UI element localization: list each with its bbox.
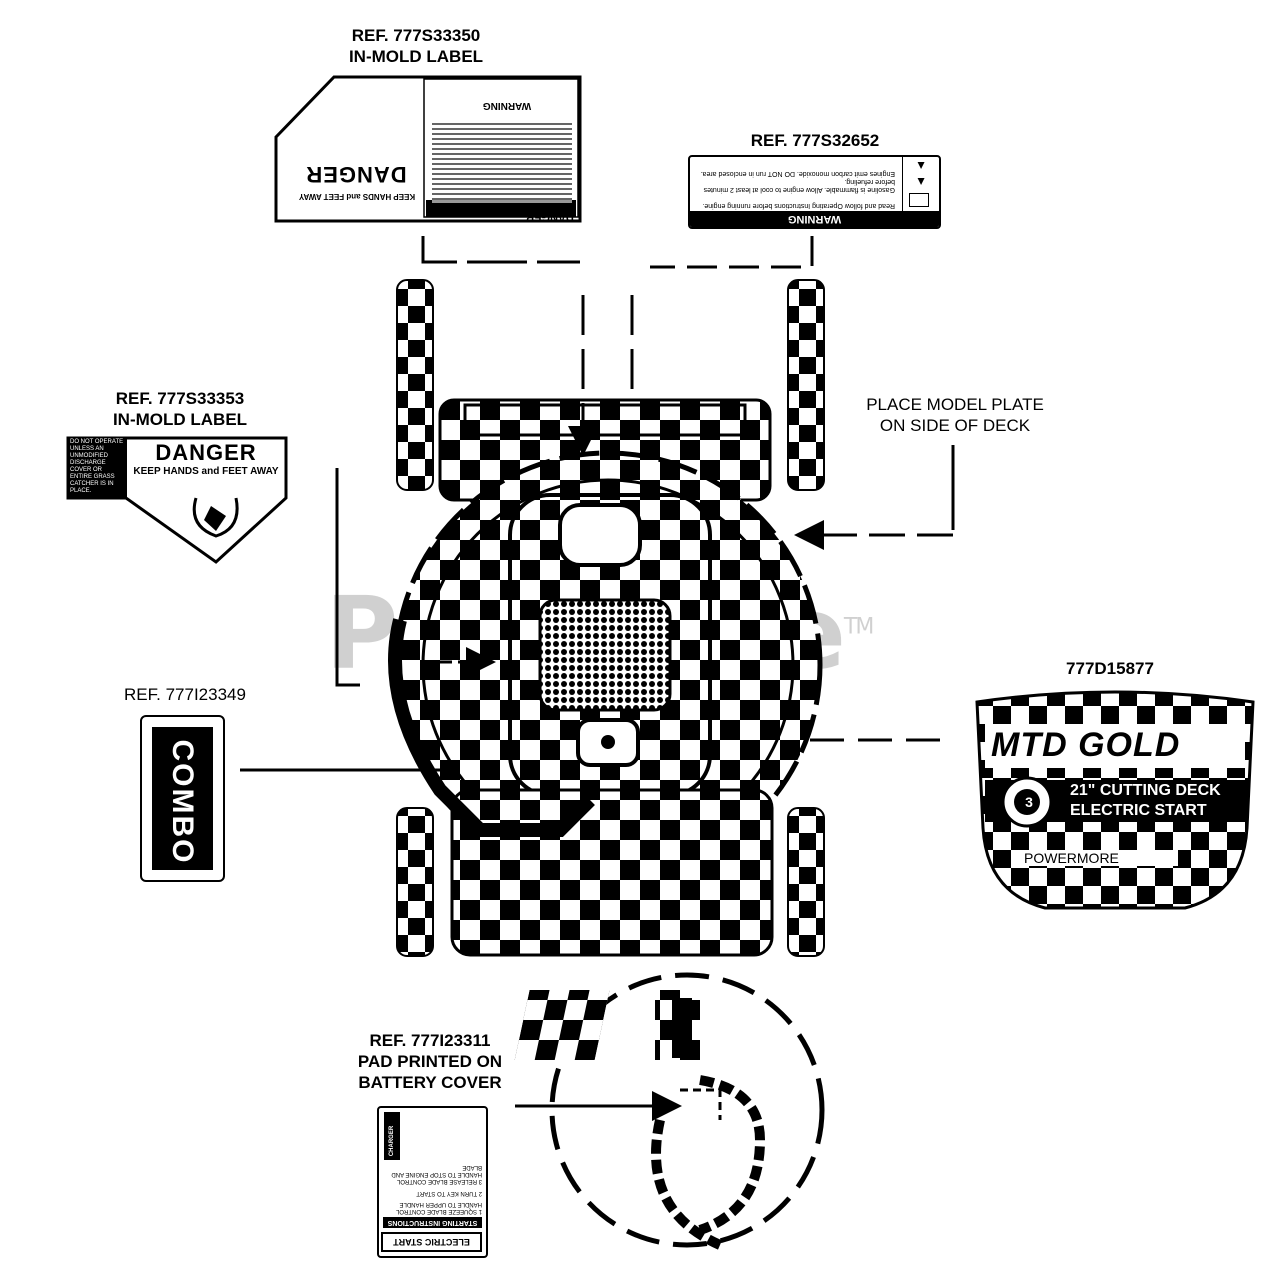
warning-line2: Gasoline is flammable. Allow engine to c… [703, 178, 895, 193]
caption-part-777d15877: 777D15877 [1066, 659, 1154, 678]
warning-tab: WARNING [482, 100, 532, 111]
label-777s33350: DANGER KEEP HANDS and FEET AWAY DANGER W… [274, 75, 582, 223]
electric-start-step3: 3 RELEASE BLADE CONTROL HANDLE TO STOP E… [391, 1164, 482, 1184]
electric-start-heading: STARTING INSTRUCTIONS [383, 1217, 482, 1228]
front-body [450, 788, 774, 957]
charger-label: CHARGER [389, 1125, 395, 1157]
caption-model-plate: PLACE MODEL PLATE ON SIDE OF DECK [866, 395, 1044, 435]
danger-subheading: KEEP HANDS and FEET AWAY [298, 192, 416, 201]
danger-left-side-text: DO NOT OPERATE UNLESS AN UNMODIFIED DISC… [70, 439, 124, 494]
mtd-line1: 21" CUTTING DECK [1070, 782, 1221, 799]
front-wheel-right [787, 807, 825, 957]
mtd-gold-brand: MTD GOLD [991, 726, 1181, 764]
label-777i23349: COMBO [140, 715, 225, 882]
manual-icon [909, 193, 929, 207]
danger-tab: DANGER [526, 211, 574, 223]
danger-left-subheading: KEEP HANDS and FEET AWAY [133, 466, 279, 477]
label-777s32652: WARNING Read and follow Operating Instru… [688, 155, 941, 229]
label-777i23311: ELECTRIC START STARTING INSTRUCTIONS 1 S… [377, 1106, 488, 1258]
electric-start-title: ELECTRIC START [381, 1232, 482, 1252]
warning-line3: Engines emit carbon monoxide. DO NOT run… [700, 170, 895, 177]
warning-heading: WARNING [690, 211, 939, 227]
caption-ref-777i23311: REF. 777I23311 PAD PRINTED ON BATTERY CO… [357, 1031, 503, 1092]
rear-wheel-left [396, 279, 434, 491]
battery-cover-detail [514, 972, 825, 1250]
rear-wheel-right [787, 279, 825, 491]
leader-lines [240, 236, 955, 1121]
electric-start-step2: 2 TURN KEY TO START [416, 1190, 482, 1196]
mtd-powermore: POWERMORE [1020, 850, 1178, 866]
caption-ref-777i23349: REF. 777I23349 [124, 685, 246, 704]
label-777d15877: MTD GOLD 3 21" CUTTING DECK ELECTRIC STA… [975, 688, 1255, 913]
caption-ref-777s33353: REF. 777S33353 IN-MOLD LABEL [112, 389, 248, 429]
fire-icon: ▲ [915, 175, 927, 189]
electric-start-step1: 1 SQUEEZE BLADE CONTROL HANDLE TO UPPER … [396, 1201, 482, 1214]
engine [508, 493, 712, 797]
discharge-chute [388, 618, 595, 837]
danger-left-heading: DANGER [155, 440, 257, 465]
combo-text: COMBO [166, 739, 199, 865]
caption-ref-777s32652: REF. 777S32652 [750, 131, 880, 150]
caption-ref-777s33350: REF. 777S33350 IN-MOLD LABEL [348, 26, 484, 66]
mtd-badge: 3 [1025, 794, 1033, 810]
label-777s33353: DO NOT OPERATE UNLESS AN UNMODIFIED DISC… [66, 436, 288, 564]
danger-heading: DANGER [305, 162, 407, 187]
mtd-line2: ELECTRIC START [1070, 802, 1207, 819]
warning-line1: Read and follow Operating Instructions b… [702, 202, 895, 209]
front-wheel-left [396, 807, 434, 957]
fumes-icon: ▲ [915, 159, 927, 173]
